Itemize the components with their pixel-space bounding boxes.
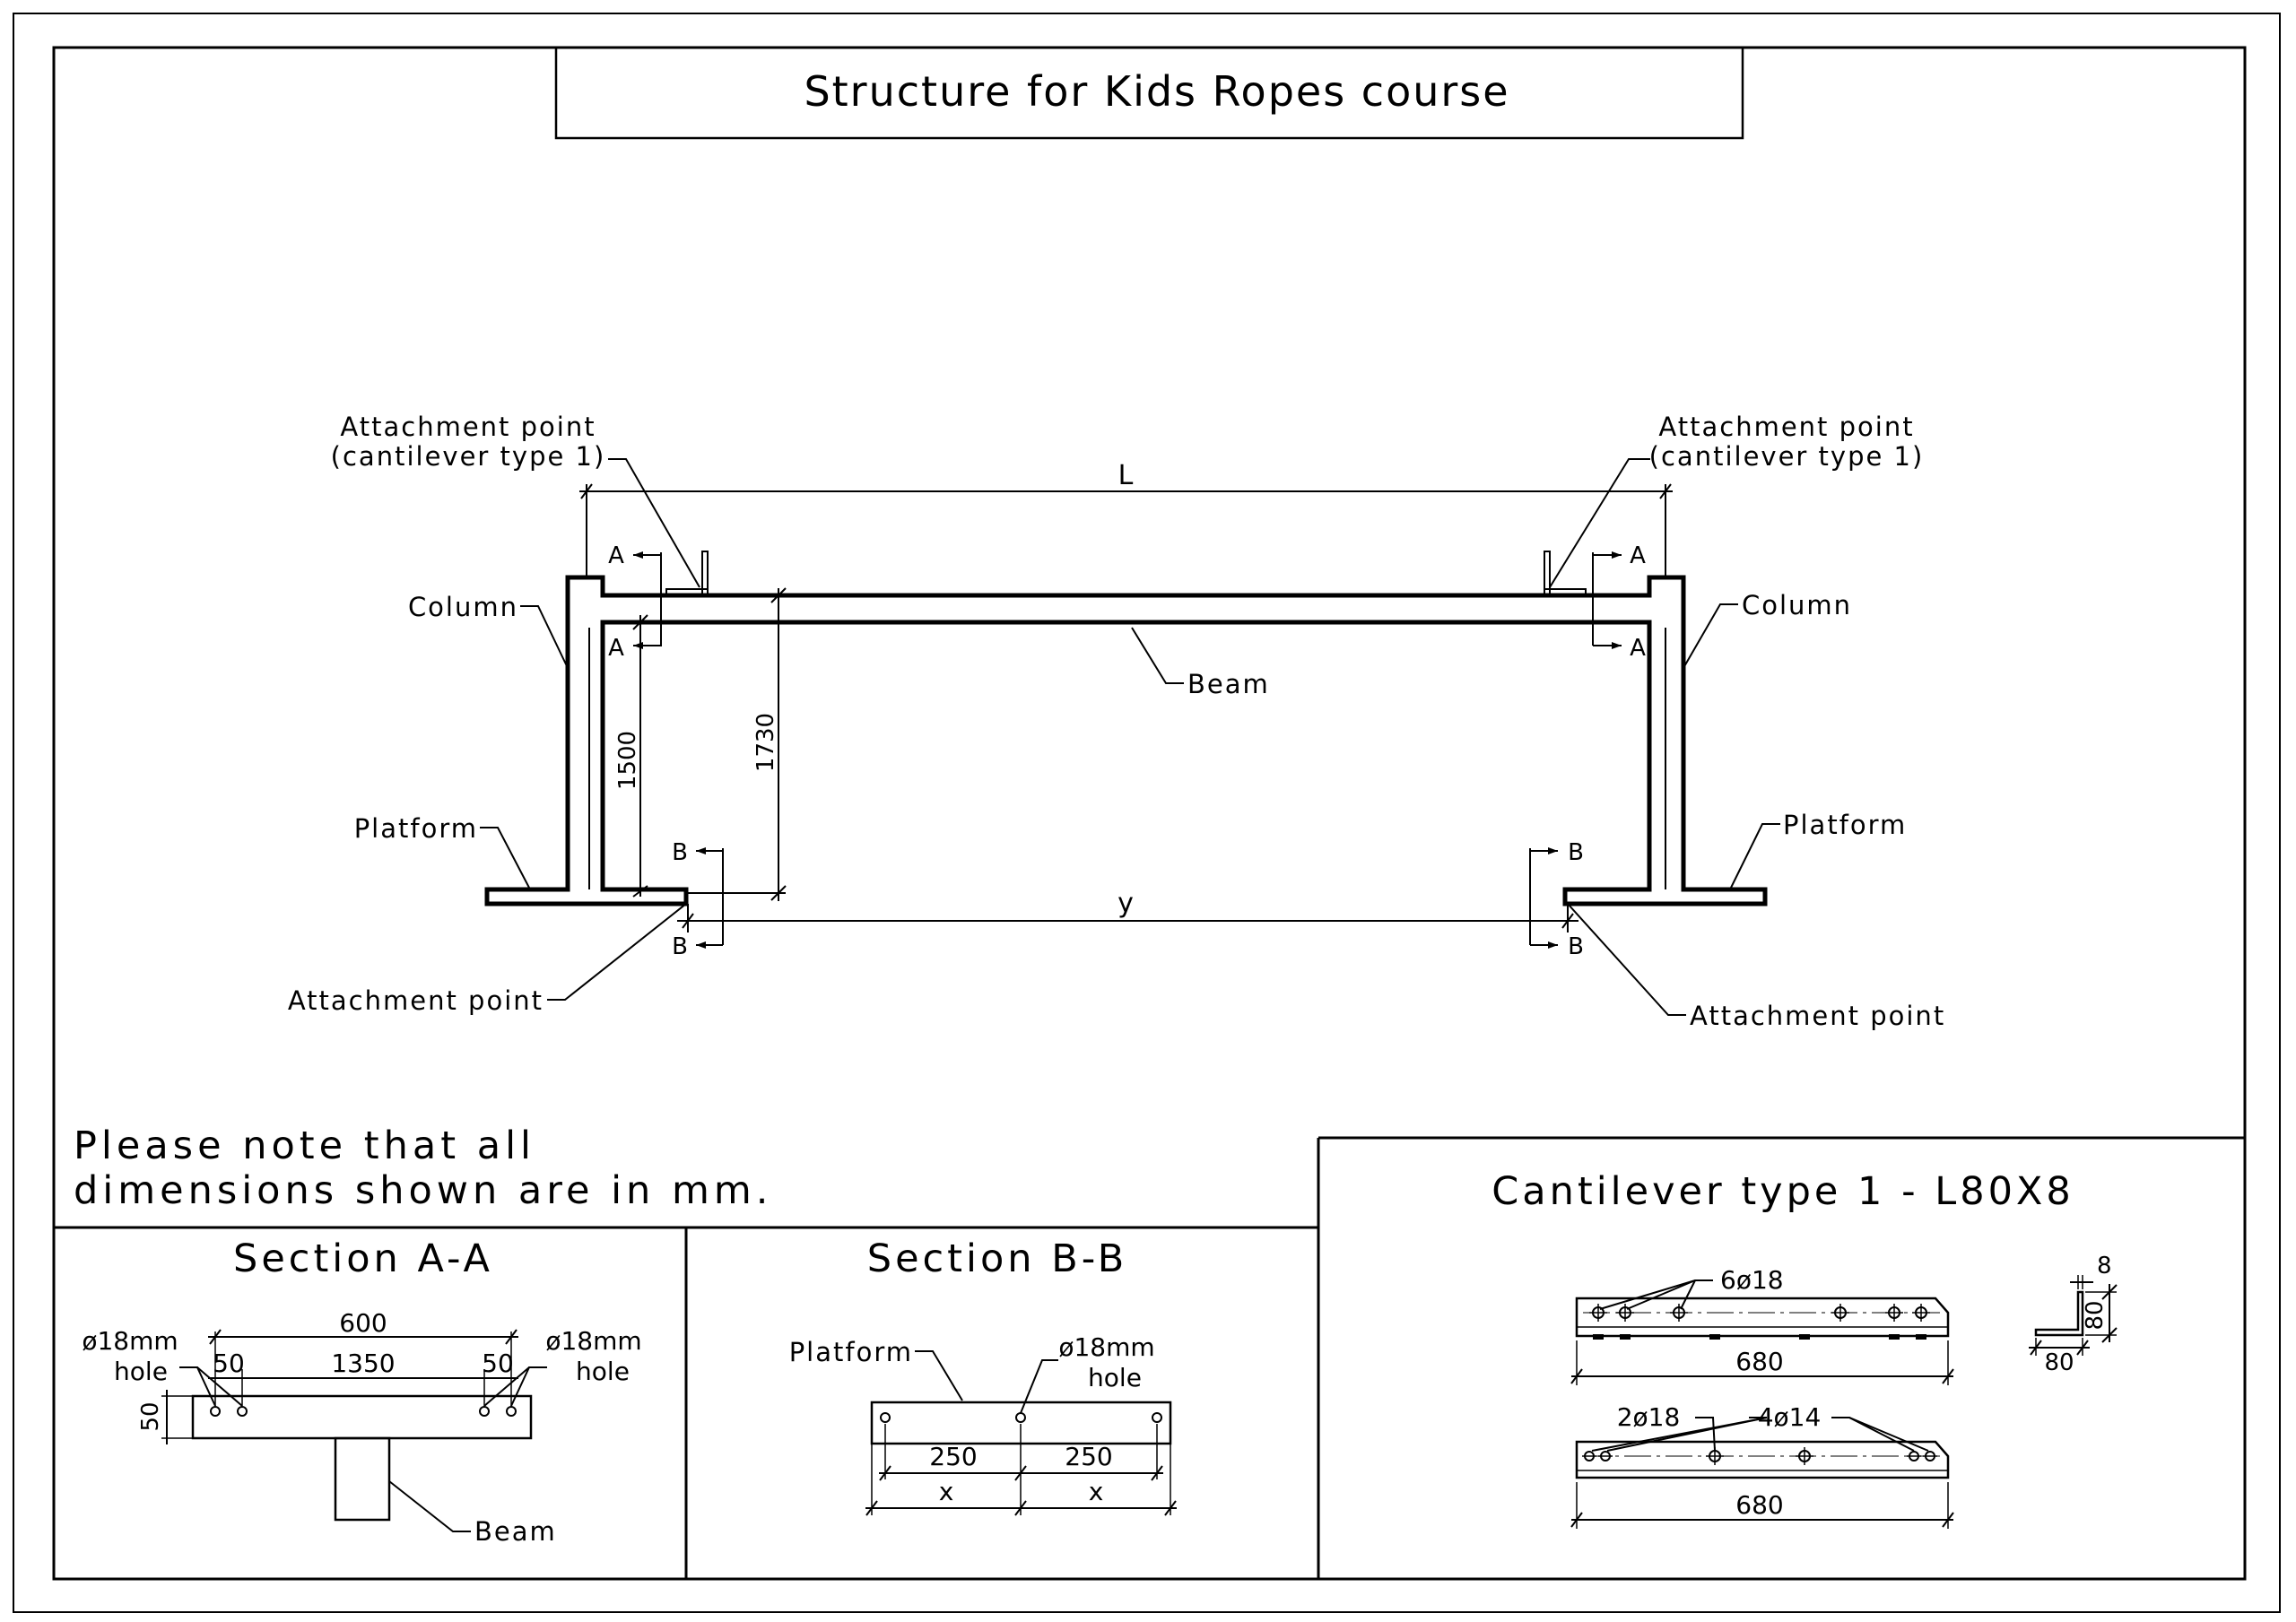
section-cut-B-left: B B	[672, 839, 724, 960]
dim-250-left: 250	[929, 1442, 977, 1471]
dim-y-label: y	[1118, 888, 1134, 919]
bracket-left	[665, 551, 709, 595]
cantilever-holes-a: 2ø18	[1617, 1402, 1681, 1432]
cantilever-bottom-holes	[1582, 1447, 1937, 1465]
label-platform-right: Platform	[1783, 810, 1907, 840]
section-cut-B-right: B B	[1529, 839, 1584, 960]
svg-text:B: B	[672, 839, 688, 866]
section-bb-title: Section B-B	[867, 1236, 1127, 1281]
hole-label-left-2: hole	[114, 1357, 168, 1386]
l-profile-dim-80-v: 80	[2082, 1300, 2109, 1330]
svg-text:B: B	[672, 933, 688, 960]
label-att-top-right-2: (cantilever type 1)	[1649, 441, 1925, 472]
label-att-top-right-1: Attachment point	[1658, 412, 1914, 442]
hole-label-right-1: ø18mm	[545, 1326, 641, 1356]
leader-att-bottom-left	[547, 903, 687, 1001]
cantilever-len-bottom: 680	[1735, 1490, 1783, 1520]
cantilever-top-holes	[1589, 1304, 1930, 1322]
dim-1730-label: 1730	[752, 713, 779, 772]
section-aa-plate	[191, 1394, 533, 1440]
frame-outline-outer	[484, 575, 1768, 906]
cantilever-len-top: 680	[1735, 1347, 1783, 1376]
l-profile-dim-8: 8	[2097, 1253, 2112, 1279]
label-platform-left: Platform	[354, 813, 478, 844]
outer-border	[13, 13, 2281, 1613]
svg-text:A: A	[608, 635, 624, 662]
hole-3	[479, 1406, 490, 1417]
dim-50-vert: 50	[137, 1401, 164, 1431]
label-att-top-left-1: Attachment point	[340, 412, 596, 442]
note-line-1: Please note that all	[74, 1123, 535, 1168]
svg-text:A: A	[608, 542, 624, 569]
page-title: Structure for Kids Ropes course	[804, 67, 1509, 116]
svg-text:B: B	[1568, 933, 1584, 960]
leader-beam	[1131, 627, 1184, 684]
label-att-bottom-left: Attachment point	[288, 985, 544, 1016]
section-bb-platform-label: Platform	[789, 1337, 913, 1367]
dim-50-left: 50	[213, 1349, 245, 1378]
cantilever-panel: Cantilever type 1 - L80X8 6ø18	[1492, 1169, 2118, 1529]
bracket-right	[1544, 551, 1587, 595]
hole-label-right-2: hole	[576, 1357, 630, 1386]
cantilever-holes-top: 6ø18	[1720, 1265, 1784, 1295]
hole-4	[506, 1406, 517, 1417]
cantilever-bar-top	[1575, 1297, 1950, 1338]
dim-50-right: 50	[482, 1349, 514, 1378]
dim-x-left: x	[939, 1477, 954, 1506]
dim-L-label: L	[1118, 460, 1134, 491]
dim-1500-label: 1500	[614, 731, 641, 790]
svg-text:A: A	[1630, 542, 1646, 569]
leader-column-right	[1683, 603, 1738, 669]
dim-250-right: 250	[1065, 1442, 1112, 1471]
leader-att-bottom-right	[1567, 903, 1686, 1016]
cantilever-title: Cantilever type 1 - L80X8	[1492, 1169, 2074, 1214]
section-cut-A-left: A A	[608, 542, 662, 662]
section-aa-beam-label: Beam	[474, 1516, 557, 1547]
section-aa-beam	[334, 1436, 391, 1522]
label-beam: Beam	[1187, 669, 1270, 699]
svg-text:A: A	[1630, 635, 1646, 662]
section-cut-A-right: A A	[1592, 542, 1646, 662]
label-column-right: Column	[1742, 590, 1852, 620]
label-att-bottom-right: Attachment point	[1690, 1001, 1945, 1031]
section-aa-title: Section A-A	[233, 1236, 493, 1281]
svg-text:B: B	[1568, 839, 1584, 866]
hole-label-left-1: ø18mm	[82, 1326, 178, 1356]
main-elevation: L y 1500 1730 A A A	[288, 412, 1945, 1031]
leader-column-left	[520, 605, 569, 669]
l-profile-dim-80-h: 80	[2044, 1349, 2074, 1376]
section-aa: Section A-A 600 1350 50 50 50 ø18mm hole…	[82, 1236, 641, 1547]
section-bb: Section B-B 250 250 x x Platform ø18mm h…	[789, 1236, 1177, 1516]
cantilever-top-bolts	[1593, 1334, 1926, 1340]
note-line-2: dimensions shown are in mm.	[74, 1168, 772, 1213]
section-bb-hole-1: ø18mm	[1058, 1332, 1154, 1362]
dim-x-right: x	[1089, 1477, 1104, 1506]
dim-1350: 1350	[331, 1349, 395, 1378]
cantilever-holes-b: 4ø14	[1758, 1402, 1822, 1432]
leader-att-top-left	[608, 458, 700, 588]
title-box	[554, 46, 1744, 140]
section-bb-hole-2: hole	[1088, 1363, 1142, 1392]
leader-platform-left	[480, 827, 530, 889]
cantilever-bar-bottom	[1575, 1440, 1950, 1479]
label-att-top-left-2: (cantilever type 1)	[331, 441, 606, 472]
leader-att-top-right	[1549, 458, 1650, 588]
hole-1	[210, 1406, 221, 1417]
hole-2	[237, 1406, 248, 1417]
leader-platform-right	[1730, 823, 1780, 889]
dim-600: 600	[339, 1308, 387, 1338]
l-profile	[2034, 1290, 2084, 1337]
label-column-left: Column	[408, 592, 518, 622]
